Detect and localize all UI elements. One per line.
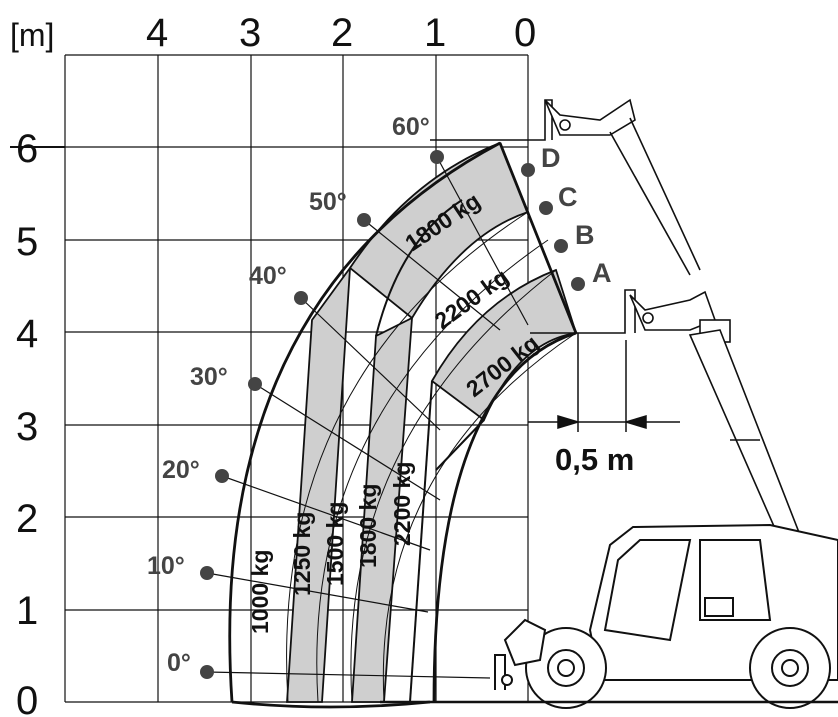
position-label: D (541, 143, 561, 173)
y-tick: 6 (16, 127, 38, 171)
y-tick: 1 (16, 589, 38, 633)
x-tick: 1 (424, 11, 446, 55)
angle-label: 30° (190, 363, 228, 391)
x-tick: 3 (239, 11, 261, 55)
dimension-marker (528, 333, 680, 432)
position-label: C (558, 182, 578, 212)
x-tick: 2 (331, 11, 353, 55)
angle-rays (206, 156, 529, 679)
radius-arcs (286, 211, 577, 703)
unit-label: [m] (10, 17, 54, 53)
load-label: 1250 kg (289, 512, 315, 596)
load-label: 2200 kg (389, 462, 415, 546)
dimension-label: 0,5 m (555, 442, 634, 477)
x-tick: 4 (146, 11, 168, 55)
angle-label: 50° (309, 188, 347, 216)
y-tick: 2 (16, 497, 38, 541)
position-dots (521, 163, 585, 291)
load-label: 1800 kg (355, 484, 381, 568)
angle-label: 20° (162, 456, 200, 484)
load-label: 1000 kg (247, 550, 273, 634)
y-tick: 3 (16, 405, 38, 449)
load-label: 1500 kg (322, 502, 348, 586)
y-tick: 0 (16, 679, 38, 717)
position-label: A (592, 258, 612, 288)
telehandler-illustration (494, 523, 838, 709)
band-outlines (375, 199, 485, 703)
load-bands (286, 141, 578, 703)
angle-label: 0° (167, 649, 191, 677)
envelope (228, 141, 578, 709)
upper-boom-illustration (430, 98, 701, 276)
x-tick: 0 (514, 11, 536, 55)
y-tick: 4 (16, 312, 38, 356)
angle-label: 10° (147, 552, 185, 580)
band-v-1250 (286, 264, 352, 703)
angle-dots (200, 150, 444, 679)
angle-label: 40° (249, 262, 287, 290)
angle-label: 60° (392, 113, 430, 141)
position-label: B (575, 220, 595, 250)
y-tick: 5 (16, 220, 38, 264)
